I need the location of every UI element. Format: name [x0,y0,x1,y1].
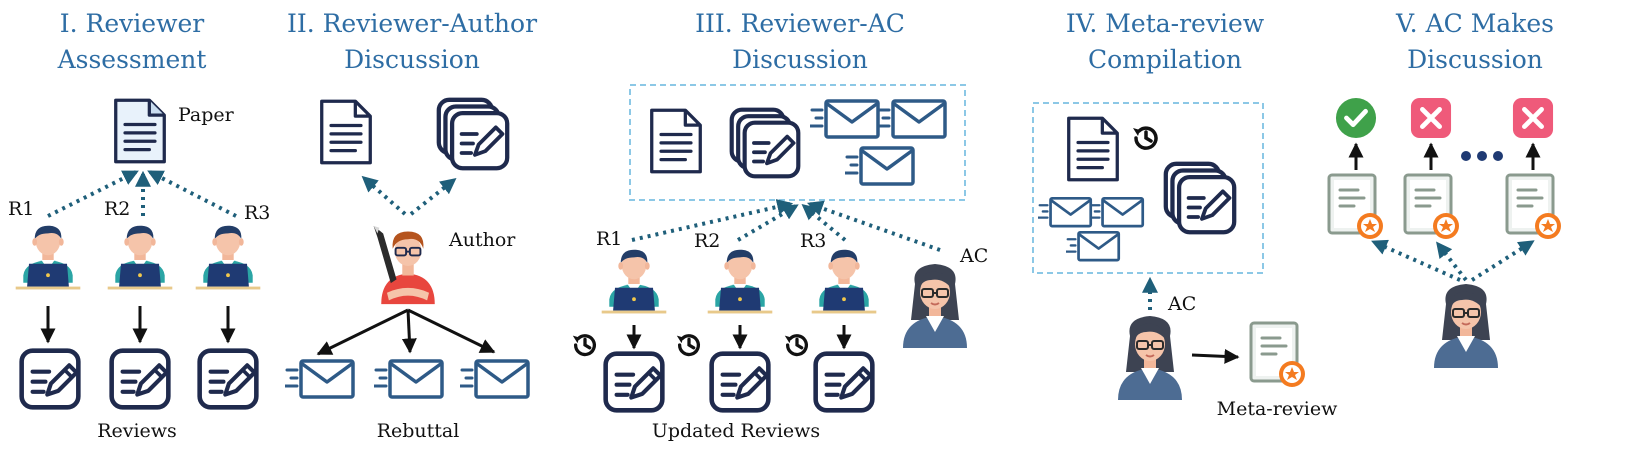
review-pen-icon [200,351,257,408]
envelope-icon [460,359,530,399]
review-stack-icon [1166,164,1234,232]
review-pen-icon [22,351,79,408]
area-chair-avatar-icon [902,263,968,348]
document-icon [114,98,166,164]
rebuttal-label: Rebuttal [376,420,460,442]
reviewer-avatar-icon [601,249,667,314]
meta-review-document-icon [1403,173,1461,241]
reviewer-3-label: R3 [800,230,827,252]
stage-4 [1032,102,1307,400]
reviewer-2-label: R2 [694,230,721,252]
reviews-label: Reviews [97,420,177,442]
x-square-icon [1411,98,1451,138]
ac-label: AC [1168,293,1197,315]
envelope-icon [374,359,444,399]
compilation-box [1032,102,1264,274]
reviewer-avatar-icon [707,249,773,314]
author-avatar-icon [372,224,436,306]
reviewer-avatar-icon [15,225,81,290]
envelope-icon [1038,196,1093,228]
x-square-icon [1513,98,1553,138]
stage-5 [1327,98,1563,368]
document-icon [1067,116,1119,182]
meta-review-document-icon [1505,173,1563,241]
review-pen-icon [112,351,169,408]
review-stack-icon [732,110,799,177]
review-pen-icon [712,354,769,411]
document-icon [650,108,702,174]
stage-1 [15,98,261,408]
ellipsis-icon [1461,151,1503,161]
area-chair-avatar-icon [1117,315,1183,400]
reviewer-avatar-icon [811,249,877,314]
envelope-icon [1066,230,1121,262]
reviewer-3-label: R3 [244,202,271,224]
meta-review-document-icon [1327,173,1385,241]
clock-icon [1131,126,1158,150]
paper-label: Paper [178,104,234,126]
review-stack-icon [439,100,507,168]
updated-reviews-label: Updated Reviews [651,420,821,442]
reviewer-1-label: R1 [8,198,35,220]
envelope-icon [845,146,915,186]
document-icon [320,99,372,165]
envelope-icon [810,99,880,139]
reviewer-avatar-icon [195,225,261,290]
reviewer-avatar-icon [107,225,173,290]
envelope-icon [285,359,355,399]
review-pen-icon [816,354,873,411]
ac-label: AC [960,245,989,267]
stage-3 [571,84,968,411]
stage-2 [285,99,530,399]
area-chair-avatar-icon [1433,283,1499,368]
check-circle-icon [1336,98,1376,138]
clock-icon [675,333,701,357]
author-label: Author [449,229,516,251]
review-pen-icon [606,354,663,411]
envelope-icon [877,99,947,139]
clock-icon [783,333,809,357]
clock-icon [571,333,597,357]
reviewer-1-label: R1 [596,228,623,250]
discussion-box [629,84,966,201]
meta-review-document-icon [1249,321,1307,389]
envelope-icon [1090,196,1145,228]
reviewer-2-label: R2 [104,198,131,220]
meta-review-label: Meta-review [1216,398,1338,420]
